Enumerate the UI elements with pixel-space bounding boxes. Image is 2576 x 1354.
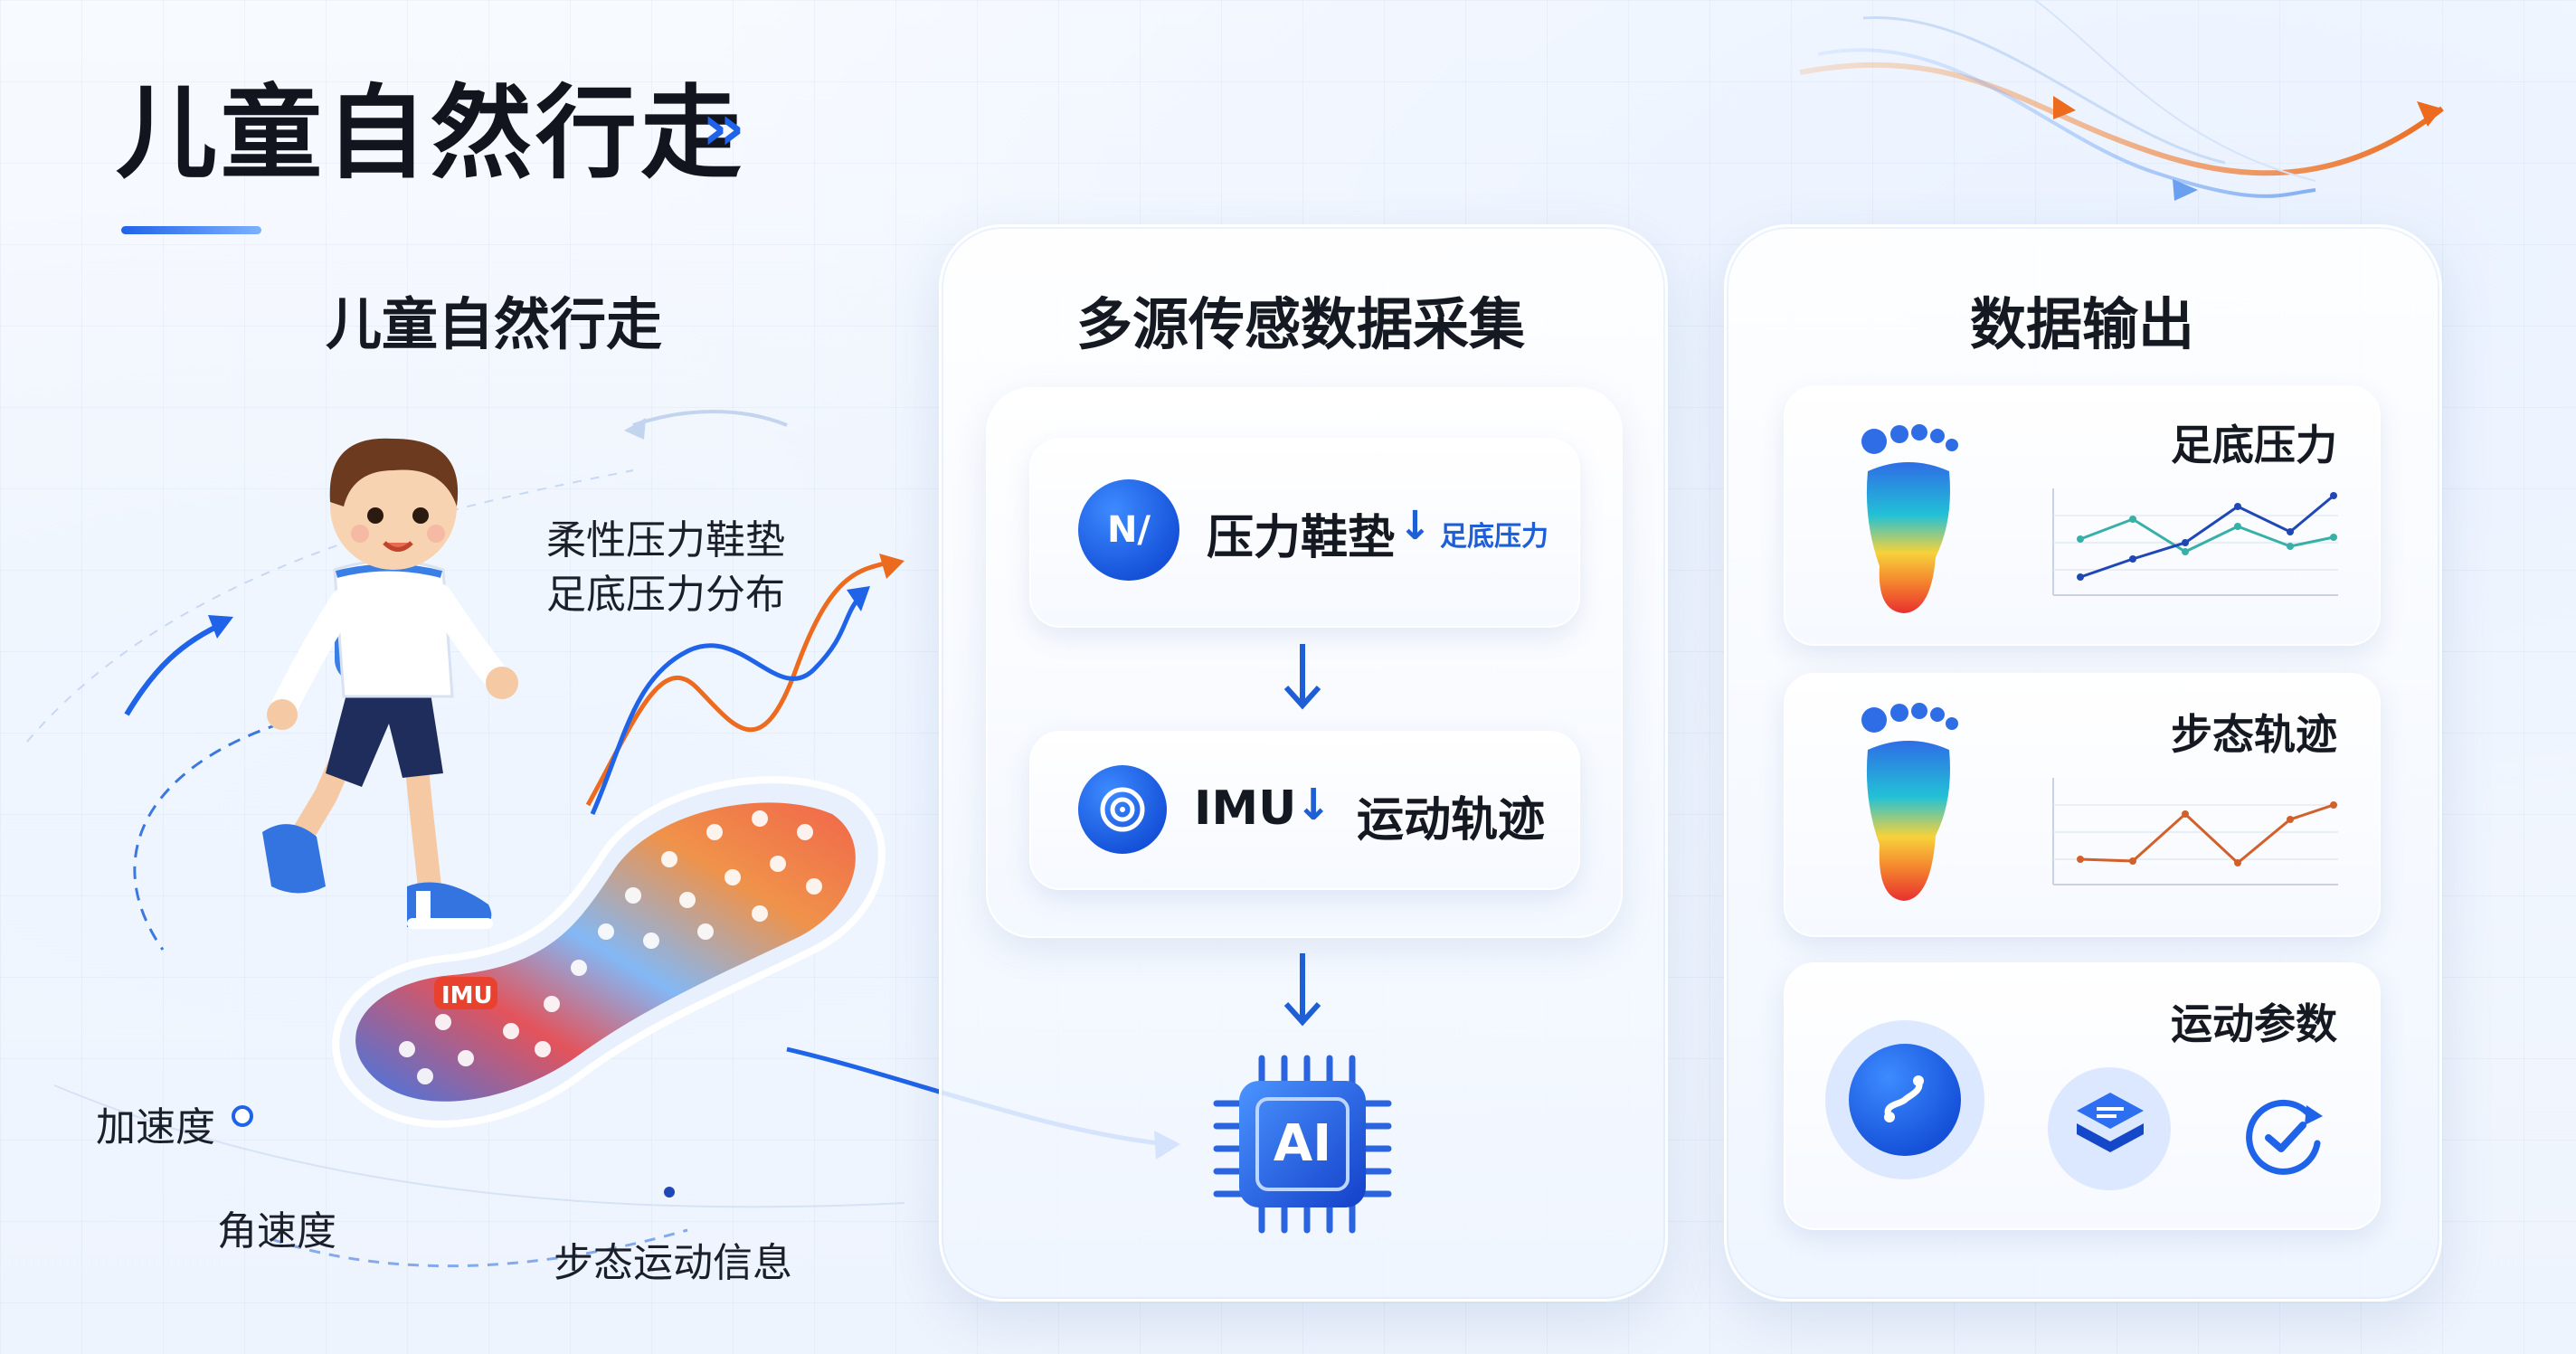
child-walking-illustration xyxy=(262,438,518,929)
pressure-sensor-icon: N/ xyxy=(1078,479,1179,581)
insole-text-1: 柔性压力鞋垫 xyxy=(546,517,785,563)
gait-trajectory-title: 步态轨迹 xyxy=(2171,710,2337,759)
sensor-icon xyxy=(1078,765,1167,854)
left-section-heading: 儿童自然行走 xyxy=(326,291,663,357)
main-title: 儿童自然行走 xyxy=(116,75,745,193)
arrow-down-icon: ↓ xyxy=(1398,503,1432,549)
acceleration-marker xyxy=(232,1105,253,1127)
middle-section-heading: 多源传感数据采集 xyxy=(1076,291,1526,357)
gait-info-label: 步态运动信息 xyxy=(554,1240,792,1286)
pressure-insole-label: 压力鞋垫 xyxy=(1207,511,1396,565)
foot-heatmap-icon xyxy=(1861,424,1958,613)
acceleration-label: 加速度 xyxy=(96,1104,215,1150)
check-cycle-icon xyxy=(2246,1099,2323,1175)
plantar-pressure-line-chart xyxy=(2052,488,2338,596)
insole-description: 柔性压力鞋垫 足底压力分布 xyxy=(546,514,785,622)
motion-trajectory-label: 运动轨迹 xyxy=(1357,793,1546,847)
pressure-insole-illustration xyxy=(332,776,886,1128)
icon-halo xyxy=(2048,1067,2171,1190)
plantar-pressure-sublabel: 足底压力 xyxy=(1440,521,1548,553)
ai-chip-text: AI xyxy=(1273,1114,1332,1173)
insole-text-2: 足底压力分布 xyxy=(546,572,785,618)
layers-icon xyxy=(2077,1093,2144,1152)
title-underline xyxy=(121,226,261,234)
motion-parameters-title: 运动参数 xyxy=(2171,999,2337,1048)
ai-chip-icon xyxy=(1213,1055,1392,1234)
foot-heatmap-icon xyxy=(1861,703,1958,901)
imu-label: IMU xyxy=(1194,781,1297,836)
angular-velocity-label: 角速度 xyxy=(217,1208,336,1255)
right-section-heading: 数据输出 xyxy=(1970,291,2195,357)
plantar-pressure-title: 足底压力 xyxy=(2171,421,2337,469)
trajectory-icon xyxy=(1849,1044,1961,1156)
imu-tag: IMU xyxy=(441,982,493,1009)
arrow-down-icon xyxy=(1283,953,1321,1027)
arrow-down-icon: ↓ xyxy=(1295,780,1332,830)
chevron-double-right-icon: ›› xyxy=(702,90,745,165)
gait-marker xyxy=(664,1187,675,1198)
gait-trajectory-line-chart xyxy=(2052,778,2338,885)
arrow-down-icon xyxy=(1283,644,1321,710)
